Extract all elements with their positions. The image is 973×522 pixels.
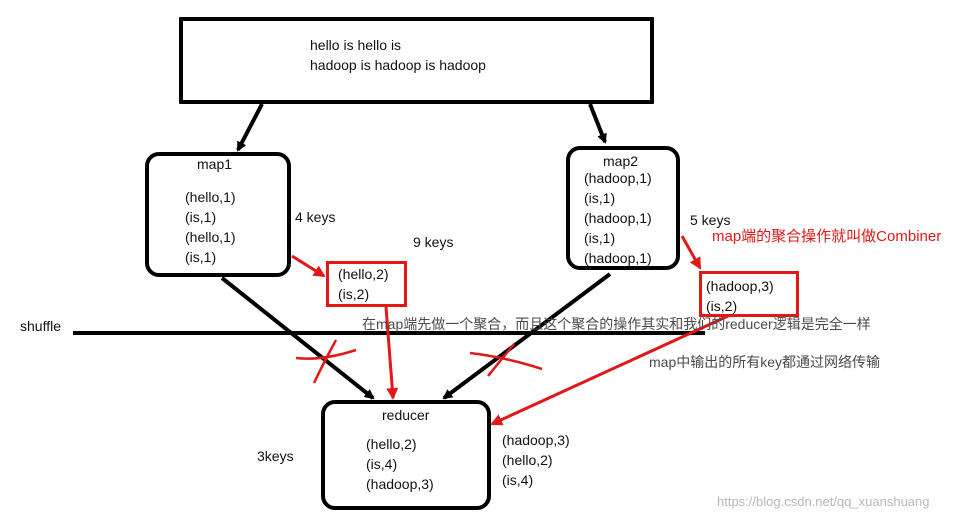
- shuffle-note: 在map端先做一个聚合，而且这个聚合的操作其实和我们的reducer逻辑是完全一…: [362, 316, 871, 332]
- arrow-map2-to-combine: [680, 235, 702, 270]
- arrow-map2-to-reducer: [442, 272, 612, 400]
- arrow-input-to-map1: [236, 103, 264, 152]
- nine-keys-label: 9 keys: [413, 234, 454, 250]
- reducer-keys-label: 3keys: [257, 448, 294, 464]
- arrow-combine2-to-reducer: [490, 314, 729, 426]
- combine2-pairs: (hadoop,3) (is,2): [706, 276, 774, 316]
- watermark: https://blog.csdn.net/qq_xuanshuang: [717, 494, 930, 509]
- map1-pair: (is,1): [185, 209, 217, 225]
- combine1-pair: (hello,2): [338, 266, 389, 282]
- map1-keys-label: 4 keys: [295, 209, 336, 225]
- map1-pairs: (hello,1) (is,1) (hello,1) (is,1): [185, 187, 236, 267]
- combine2-box: [699, 271, 799, 317]
- reducer-side-pair: (hello,2): [502, 452, 553, 468]
- reducer-side-pair: (is,4): [502, 472, 534, 488]
- cross-mark-right: [469, 343, 543, 377]
- reducer-box: [321, 400, 491, 510]
- map2-box: [566, 146, 680, 270]
- map1-pair: (is,1): [185, 249, 217, 265]
- map2-pair: (hadoop,1): [584, 250, 652, 266]
- arrow-input-to-map2: [588, 103, 607, 144]
- map2-pair: (is,1): [584, 190, 616, 206]
- map2-pair: (hadoop,1): [584, 170, 652, 186]
- map2-pair: (hadoop,1): [584, 210, 652, 226]
- reducer-pair: (is,4): [366, 456, 398, 472]
- combine1-pairs: (hello,2) (is,2): [338, 264, 389, 304]
- map2-pair: (is,1): [584, 230, 616, 246]
- input-box: [179, 17, 654, 104]
- arrow-map1-to-combine: [291, 254, 326, 278]
- shuffle-label: shuffle: [20, 318, 61, 334]
- combine1-box: [326, 261, 407, 307]
- arrow-combine1-to-reducer: [384, 306, 399, 400]
- combine2-pair: (hadoop,3): [706, 278, 774, 294]
- network-note: map中输出的所有key都通过网络传输: [649, 354, 881, 370]
- map2-pairs: (hadoop,1) (is,1) (hadoop,1) (is,1) (had…: [584, 168, 652, 268]
- reducer-title: reducer: [382, 407, 430, 423]
- arrow-map1-to-reducer: [220, 276, 375, 400]
- map1-title: map1: [197, 156, 233, 172]
- input-line-1: hello is hello is: [310, 37, 402, 53]
- combiner-note: map端的聚合操作就叫做Combiner: [712, 228, 942, 245]
- reducer-side-pairs: (hadoop,3) (hello,2) (is,4): [502, 430, 570, 490]
- reducer-pair: (hadoop,3): [366, 476, 434, 492]
- combine1-pair: (is,2): [338, 286, 370, 302]
- map2-keys-label: 5 keys: [690, 212, 731, 228]
- cross-mark-left: [295, 339, 357, 384]
- input-line-2: hadoop is hadoop is hadoop: [310, 57, 486, 73]
- map1-pair: (hello,1): [185, 229, 236, 245]
- combine2-pair: (is,2): [706, 298, 738, 314]
- reducer-pair: (hello,2): [366, 436, 417, 452]
- reducer-pairs: (hello,2) (is,4) (hadoop,3): [366, 434, 434, 494]
- map2-title: map2: [603, 153, 639, 169]
- map1-pair: (hello,1): [185, 189, 236, 205]
- map1-box: [145, 152, 291, 277]
- reducer-side-pair: (hadoop,3): [502, 432, 570, 448]
